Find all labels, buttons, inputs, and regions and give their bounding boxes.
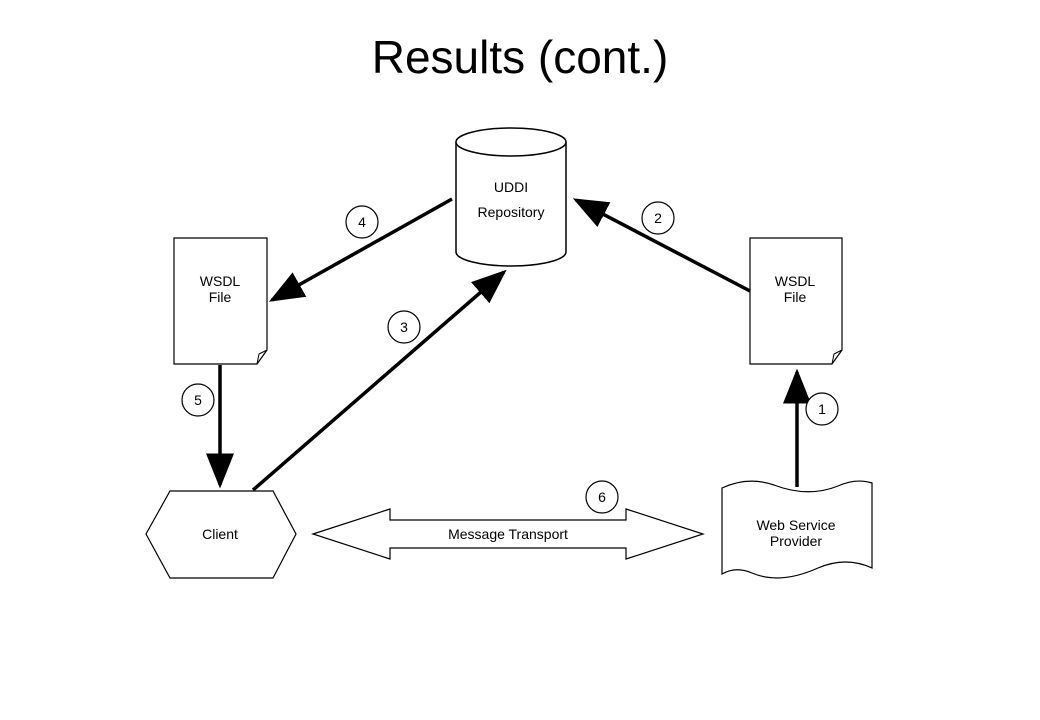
wsdl-left-line1: WSDL xyxy=(200,273,241,289)
step-5: 5 xyxy=(181,383,215,417)
wsdl-right-line1: WSDL xyxy=(775,273,816,289)
step-1: 1 xyxy=(805,392,839,426)
message-transport-arrow: Message Transport xyxy=(311,508,705,560)
arrow-client-to-uddi xyxy=(251,269,507,492)
uddi-label-line2: Repository xyxy=(478,204,545,220)
step-6: 6 xyxy=(585,480,619,514)
step-4-number: 4 xyxy=(358,214,366,230)
step-2: 2 xyxy=(641,201,675,235)
step-2-number: 2 xyxy=(654,210,662,226)
client-label: Client xyxy=(202,526,238,542)
step-3-number: 3 xyxy=(400,319,408,335)
step-1-number: 1 xyxy=(818,401,826,417)
arrow-wsdl-to-uddi xyxy=(572,198,751,293)
step-3: 3 xyxy=(387,310,421,344)
wsdl-file-right: WSDL File xyxy=(749,237,843,365)
wsdl-left-line2: File xyxy=(209,289,232,305)
wsdl-file-left: WSDL File xyxy=(173,237,268,365)
uddi-repository: UDDI Repository xyxy=(455,127,567,267)
web-service-provider: Web Service Provider xyxy=(721,480,873,579)
message-transport-label: Message Transport xyxy=(448,526,568,542)
step-6-number: 6 xyxy=(598,489,606,505)
provider-line2: Provider xyxy=(770,533,822,549)
wsdl-right-line2: File xyxy=(784,289,807,305)
arrow-uddi-to-wsdl xyxy=(268,197,453,302)
slide-title: Results (cont.) xyxy=(371,31,669,83)
client-node: Client xyxy=(145,490,297,579)
provider-line1: Web Service xyxy=(756,517,835,533)
uddi-label-line1: UDDI xyxy=(494,179,528,195)
step-5-number: 5 xyxy=(194,392,202,408)
step-4: 4 xyxy=(345,205,379,239)
